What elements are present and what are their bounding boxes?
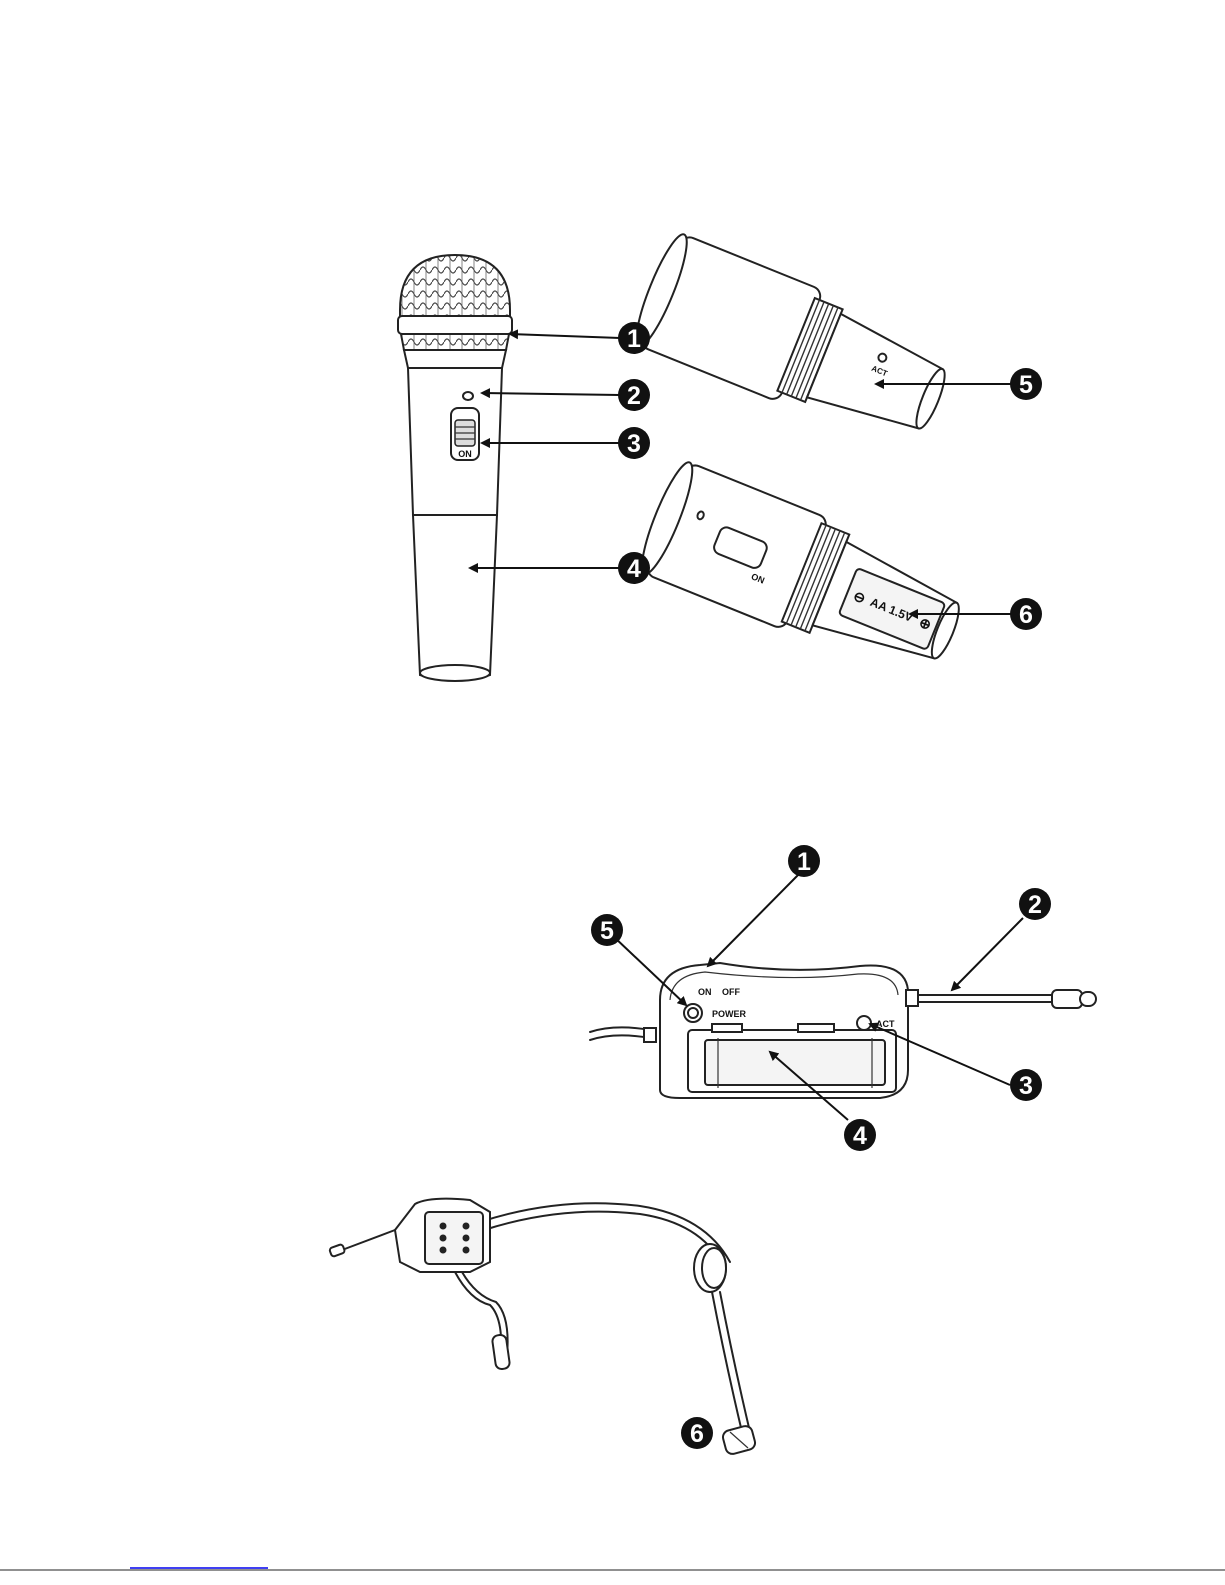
callout-badge-bp-3: 3: [1010, 1069, 1042, 1101]
bodypack-off-label: OFF: [722, 987, 740, 997]
svg-text:4: 4: [627, 555, 641, 583]
callout-badge-bp-5: 5: [591, 914, 623, 946]
callout-badge-hs-6: 6: [681, 1417, 713, 1449]
svg-text:1: 1: [627, 325, 641, 353]
callout-badge-hh-6: 6: [1010, 598, 1042, 630]
callout-badge-bp-1: 1: [788, 845, 820, 877]
svg-text:3: 3: [1019, 1072, 1033, 1100]
mic-led: [463, 392, 473, 400]
mic-switch-label: ON: [458, 449, 472, 459]
svg-text:1: 1: [797, 848, 811, 876]
mic-grille-band: [398, 316, 512, 334]
headset-microphone-drawing: [329, 1199, 757, 1456]
bodypack-power-label: POWER: [712, 1009, 747, 1019]
mic-grille: [400, 255, 510, 322]
svg-text:6: 6: [1019, 601, 1033, 629]
handheld-microphone-drawing: ON: [398, 255, 512, 681]
mic-rear-view-closed: ACT: [628, 230, 960, 457]
svg-text:5: 5: [1019, 371, 1033, 399]
svg-text:3: 3: [627, 430, 641, 458]
svg-text:4: 4: [853, 1122, 867, 1150]
mic-rear-view-open-battery: ON ⊖ AA 1.5V ⊕: [634, 458, 976, 689]
callout-badge-bp-2: 2: [1019, 888, 1051, 920]
bodypack-on-label: ON: [698, 987, 712, 997]
callout-badge-hh-5: 5: [1010, 368, 1042, 400]
svg-text:2: 2: [627, 382, 641, 410]
mic-battery-sleeve: [413, 515, 497, 680]
svg-text:2: 2: [1028, 891, 1042, 919]
svg-text:6: 6: [690, 1420, 704, 1448]
mic-bottom-cap: [420, 665, 490, 681]
callout-badge-bp-4: 4: [844, 1119, 876, 1151]
callout-badge-hh-3: 3: [618, 427, 650, 459]
callout-badge-hh-4: 4: [618, 552, 650, 584]
callout-badge-hh-1: 1: [618, 322, 650, 354]
callout-badge-hh-2: 2: [618, 379, 650, 411]
svg-text:5: 5: [600, 917, 614, 945]
bodypack-act-led: [857, 1016, 871, 1030]
